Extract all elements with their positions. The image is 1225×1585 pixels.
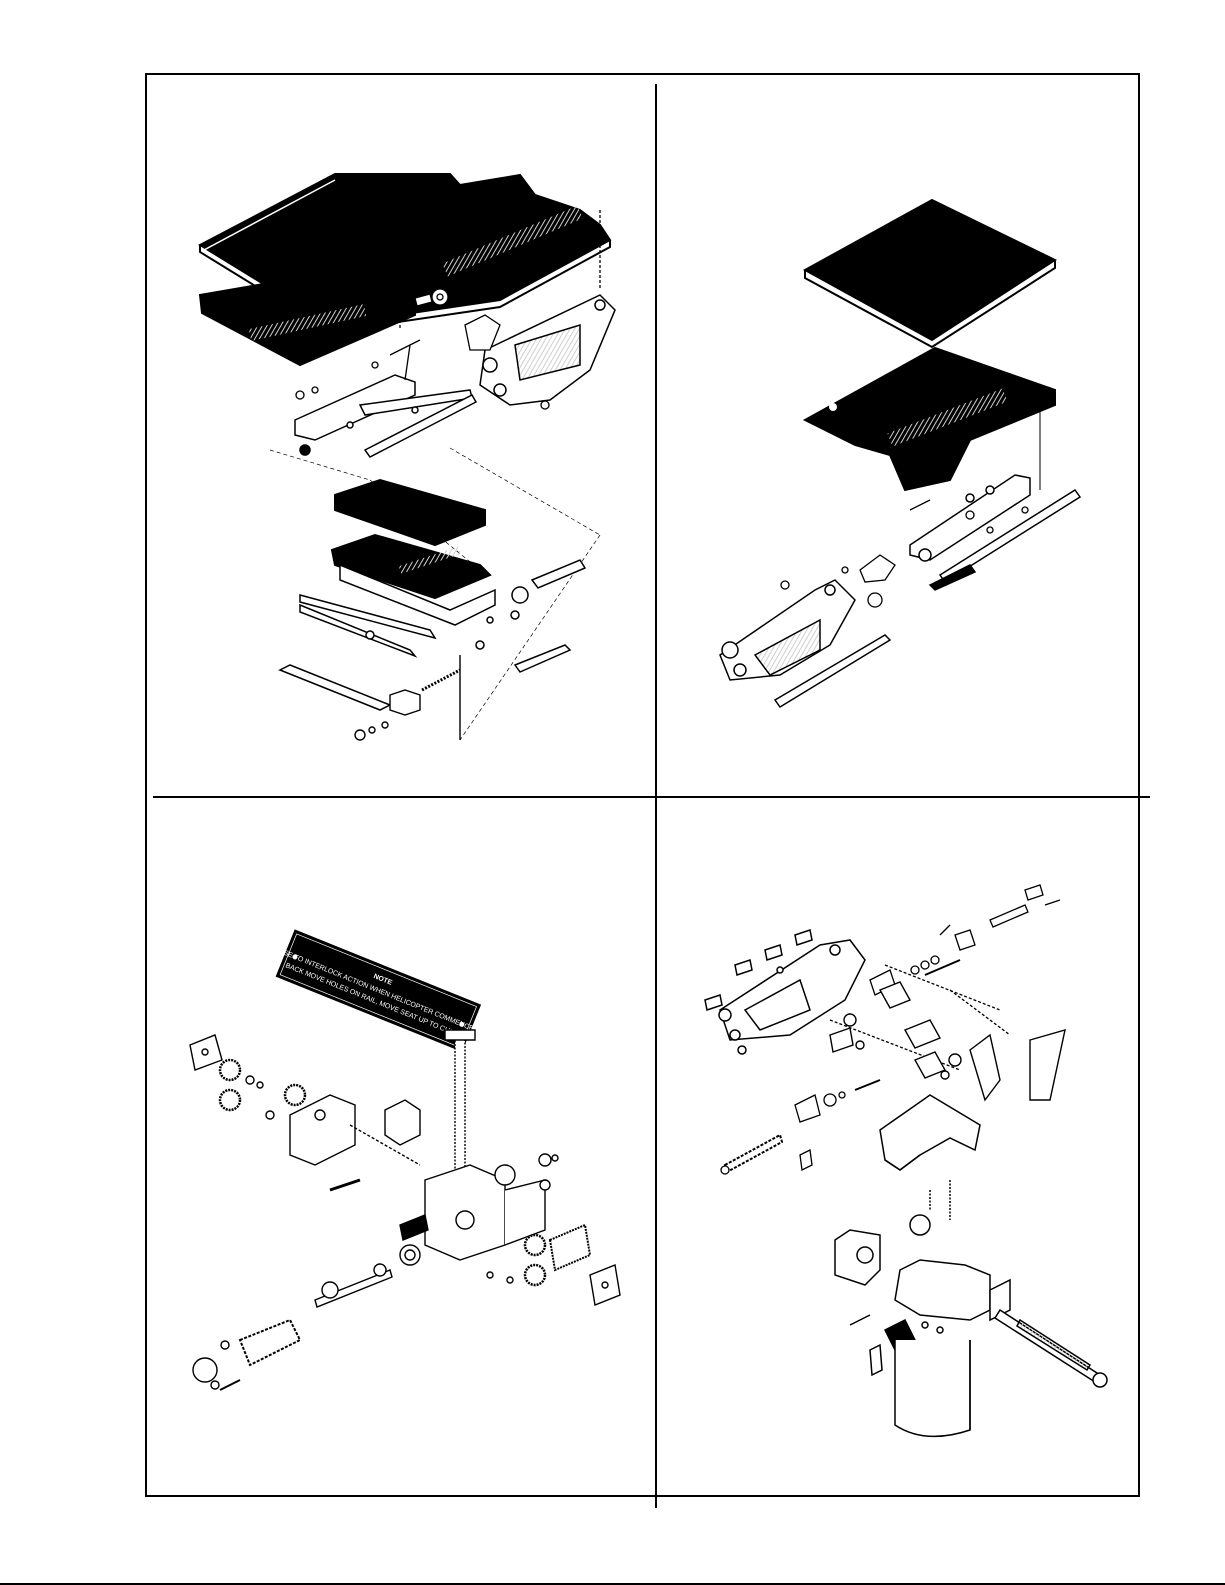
cylinder-housing [835,1180,1107,1436]
seat-plate-exploded-view [160,150,640,770]
horizontal-divider [153,796,1150,798]
side-rail-frame [480,295,615,405]
gearbox-drawing: NOTE USE TO INTERLOCK ACTION WHEN HELICO… [160,900,640,1400]
mounting-slide [295,375,476,457]
slide-assembly [910,475,1080,590]
gearbox-components [190,1030,620,1390]
seat-pan-drawing [670,170,1120,730]
side-rail-frame-right [720,580,890,707]
cylinder-mechanism-exploded-view [670,870,1130,1440]
seat-pan-exploded-view [670,170,1120,730]
roller-bushings [830,982,1065,1100]
gearbox-exploded-view: NOTE USE TO INTERLOCK ACTION WHEN HELICO… [160,900,640,1400]
upper-linkage [830,885,1060,1070]
seat-base-plate [805,348,1055,490]
seat-plate-drawing [160,150,640,770]
cylinder-mechanism-drawing [670,870,1130,1440]
lower-rod-assembly [721,1080,880,1174]
plate-line-1: USE TO INTERLOCK ACTION WHEN HELICOPTER … [278,948,479,1035]
seat-cushion-plate [805,200,1055,347]
cover-shroud [880,1095,980,1170]
